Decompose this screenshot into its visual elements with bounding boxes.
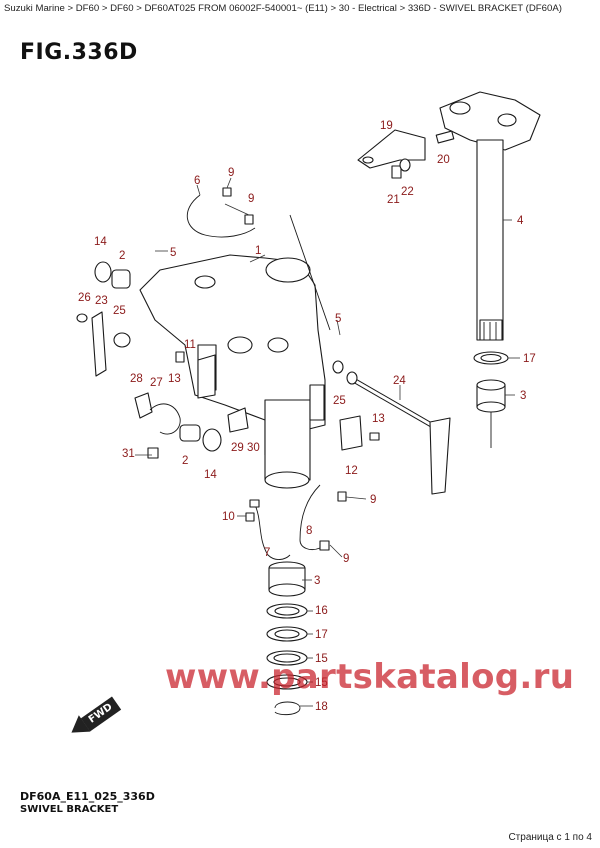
- callout-9: 9: [228, 167, 234, 179]
- callout-11: 11: [184, 339, 196, 351]
- callout-4: 4: [517, 215, 524, 227]
- callout-7: 7: [264, 547, 270, 559]
- callout-8: 8: [306, 525, 312, 537]
- callout-3: 3: [520, 390, 526, 402]
- callout-14: 14: [204, 469, 217, 481]
- callout-17: 17: [315, 629, 328, 641]
- callout-13: 13: [372, 413, 385, 425]
- pagination: Страница с 1 по 4: [508, 832, 592, 843]
- figure-title: FIG.336D: [20, 40, 138, 65]
- small-parts-left: [76, 311, 181, 459]
- callout-12: 12: [345, 465, 358, 477]
- lower-wires-part: [245, 484, 347, 560]
- small-parts-center: [175, 351, 249, 433]
- callout-25: 25: [113, 305, 126, 317]
- callout-9: 9: [248, 193, 254, 205]
- wire-part: [186, 194, 256, 238]
- callout-15: 15: [315, 677, 328, 689]
- callouts: 1 2 2 3 3 4 5 5 6 7 8 9 9 9 9 10 11 12 1…: [78, 120, 536, 713]
- callout-5: 5: [335, 313, 341, 325]
- callout-25: 25: [333, 395, 346, 407]
- callout-15: 15: [315, 653, 328, 665]
- callout-26: 26: [78, 292, 91, 304]
- callout-27: 27: [150, 377, 163, 389]
- callout-23: 23: [95, 295, 108, 307]
- callout-30: 30: [247, 442, 260, 454]
- callout-2: 2: [119, 250, 125, 262]
- callout-5: 5: [170, 247, 176, 259]
- leader-lines: [135, 177, 520, 707]
- callout-22: 22: [401, 186, 414, 198]
- diagram-name: SWIVEL BRACKET: [20, 804, 119, 815]
- screws-part: [391, 158, 411, 179]
- diagram-code: DF60A_E11_025_336D: [20, 790, 155, 803]
- callout-13: 13: [168, 373, 181, 385]
- callout-17: 17: [523, 353, 536, 365]
- callout-9: 9: [370, 494, 376, 506]
- callout-24: 24: [393, 375, 406, 387]
- callout-14: 14: [94, 236, 107, 248]
- plate-part: [339, 415, 363, 451]
- right-bushings-part: [473, 351, 509, 448]
- lower-stack-part: [266, 561, 308, 716]
- callout-21: 21: [387, 194, 400, 206]
- callout-3: 3: [314, 575, 320, 587]
- bushings-part: [94, 261, 222, 452]
- callout-20: 20: [437, 154, 450, 166]
- steering-shaft-part: [439, 91, 541, 341]
- callout-1: 1: [255, 245, 261, 257]
- bracket-part: [357, 129, 455, 169]
- callout-29: 29: [231, 442, 244, 454]
- callout-18: 18: [315, 701, 328, 713]
- callout-2: 2: [182, 455, 188, 467]
- watermark: www.partskatalog.ru: [165, 657, 575, 697]
- callout-9: 9: [343, 553, 349, 565]
- callout-6: 6: [194, 175, 200, 187]
- callout-28: 28: [130, 373, 143, 385]
- breadcrumb: Suzuki Marine > DF60 > DF60 > DF60AT025 …: [4, 3, 562, 14]
- callout-19: 19: [380, 120, 393, 132]
- callout-31: 31: [122, 448, 135, 460]
- lever-rod-part: [332, 360, 451, 495]
- callout-10: 10: [222, 511, 235, 523]
- callout-16: 16: [315, 605, 328, 617]
